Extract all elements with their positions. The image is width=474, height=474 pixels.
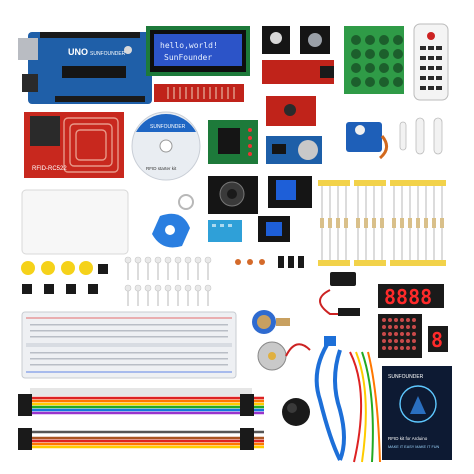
servo-horns xyxy=(399,117,443,155)
cd-brand: SUNFOUNDER xyxy=(150,124,186,130)
book-brand: SUNFOUNDER xyxy=(388,374,424,380)
arduino-uno-board: UNO SUNFOUNDER xyxy=(18,32,152,104)
transistors xyxy=(278,256,304,268)
small-sensor-module xyxy=(258,216,290,242)
tactile-push-buttons xyxy=(22,264,108,294)
seven-segment-1-digit: 8 xyxy=(428,326,448,352)
cd-title: RFID starter kit xyxy=(146,166,177,171)
keypad-4x4 xyxy=(344,26,404,94)
rfid-module-label: RFID-RC522 xyxy=(32,166,67,172)
photoresistors xyxy=(235,259,265,265)
battery-clip-9v xyxy=(319,272,360,316)
ir-remote-control xyxy=(413,23,449,101)
rfid-rc522-module: RFID-RC522 xyxy=(24,112,124,178)
breadboard xyxy=(21,311,237,379)
relay-module xyxy=(268,176,312,208)
lcd-1602-module: hello,world! SunFounder xyxy=(146,26,250,76)
sound-sensor-module xyxy=(262,26,290,54)
dupont-ribbon-cables xyxy=(18,388,264,450)
rtc-clock-module xyxy=(266,136,322,164)
servo-motor xyxy=(346,122,388,160)
led-assortment xyxy=(124,256,212,306)
arduino-logo: UNO xyxy=(68,47,88,57)
rotary-encoder-module xyxy=(300,26,330,54)
lcd-line-2: SunFounder xyxy=(164,53,212,62)
potentiometer xyxy=(252,310,290,334)
water-level-sensor xyxy=(154,84,244,102)
resistor-bundle xyxy=(318,180,446,266)
rfid-white-card xyxy=(21,189,129,255)
book-title: RFID kit for Arduino xyxy=(388,436,428,441)
jumper-wire-bundle xyxy=(349,351,381,463)
joystick-module xyxy=(208,176,258,214)
stepper-driver-board xyxy=(208,120,258,164)
software-cd: SUNFOUNDER RFID starter kit xyxy=(131,111,201,181)
lcd-line-1: hello,world! xyxy=(160,41,218,50)
ir-receiver-module xyxy=(266,96,316,126)
arduino-brand: SUNFOUNDER xyxy=(90,51,126,57)
book-tagline: MAKE IT EASY MAKE IT FUN xyxy=(388,445,440,449)
usb-cable xyxy=(314,336,346,461)
dht11-sensor-module xyxy=(208,220,242,242)
button-caps xyxy=(21,261,93,275)
seven-segment-digits: 8888 xyxy=(384,285,432,309)
tutorial-book: SUNFOUNDER RFID kit for Arduino MAKE IT … xyxy=(382,366,452,460)
stepper-motor xyxy=(257,341,311,371)
joystick-cap xyxy=(282,398,310,426)
single-digit: 8 xyxy=(431,328,443,352)
led-dot-matrix-8x8 xyxy=(378,314,422,358)
rfid-keyfob-tag xyxy=(152,194,194,248)
flame-sensor-module xyxy=(262,60,334,84)
seven-segment-4-digit: 8888 xyxy=(378,284,444,309)
